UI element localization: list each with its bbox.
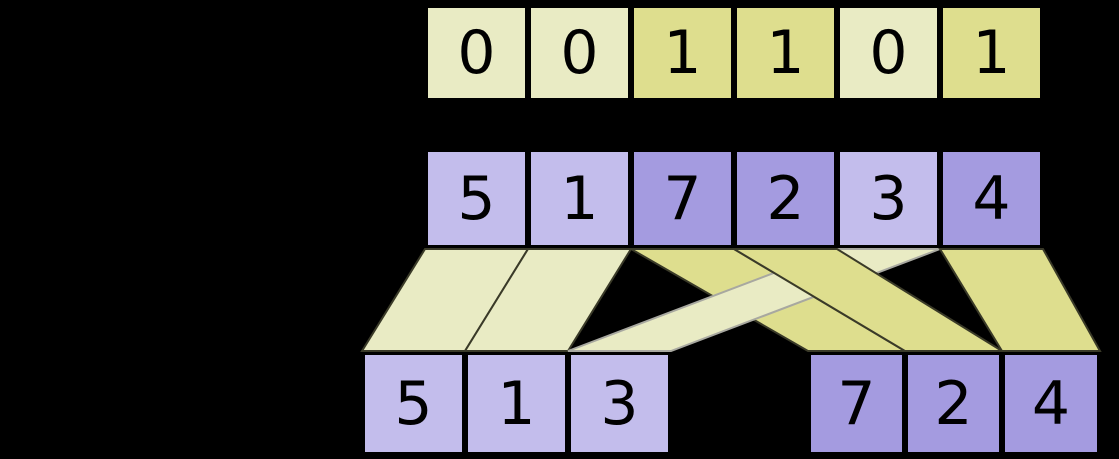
output-right-cell-2[interactable]: 4 <box>1002 352 1100 455</box>
input-cell-2[interactable]: 7 <box>631 149 734 248</box>
input-cell-1[interactable]: 1 <box>528 149 631 248</box>
mask-cell-1[interactable]: 0 <box>528 5 631 101</box>
output-left-cell-2[interactable]: 3 <box>568 352 671 455</box>
input-cell-3[interactable]: 2 <box>734 149 837 248</box>
ribbon-1 <box>463 248 633 352</box>
input-cell-4[interactable]: 3 <box>837 149 940 248</box>
mask-cell-2[interactable]: 1 <box>631 5 734 101</box>
output-left-cell-1[interactable]: 1 <box>465 352 568 455</box>
mask-cell-3[interactable]: 1 <box>734 5 837 101</box>
ribbon-2 <box>730 248 1006 352</box>
output-right-cell-1[interactable]: 2 <box>905 352 1002 455</box>
mask-cell-0[interactable]: 0 <box>425 5 528 101</box>
output-left-cell-0[interactable]: 5 <box>362 352 465 455</box>
ribbon-4 <box>938 248 1102 352</box>
output-right-cell-0[interactable]: 7 <box>808 352 905 455</box>
ribbon-3 <box>567 248 941 352</box>
input-cell-0[interactable]: 5 <box>425 149 528 248</box>
ribbon-5 <box>360 248 530 352</box>
ribbon-7 <box>627 248 909 352</box>
input-cell-5[interactable]: 4 <box>940 149 1043 248</box>
mask-cell-5[interactable]: 1 <box>940 5 1043 101</box>
mask-cell-4[interactable]: 0 <box>837 5 940 101</box>
